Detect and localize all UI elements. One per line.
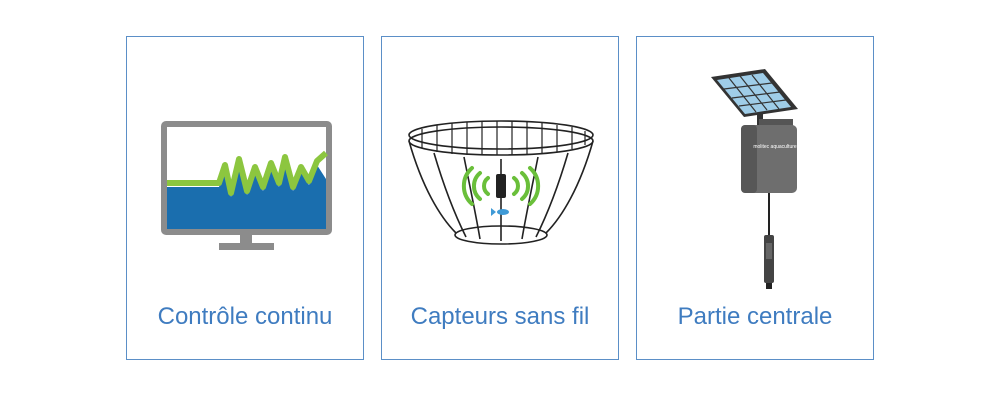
monitor-icon bbox=[161, 121, 332, 250]
hub-brand-text: molitec aquaculture bbox=[753, 144, 797, 150]
net-sensor-icon bbox=[408, 120, 594, 245]
card-continuous-control: Contrôle continu bbox=[126, 36, 364, 360]
solar-hub-icon: molitec aquaculture bbox=[711, 69, 798, 289]
card-label: Contrôle continu bbox=[157, 303, 333, 330]
card-label: Partie centrale bbox=[677, 303, 833, 330]
card-central-unit: molitec aquaculture Partie centrale bbox=[636, 36, 874, 360]
card-wireless-sensors: Capteurs sans fil bbox=[381, 36, 619, 360]
card-label: Capteurs sans fil bbox=[410, 303, 590, 330]
